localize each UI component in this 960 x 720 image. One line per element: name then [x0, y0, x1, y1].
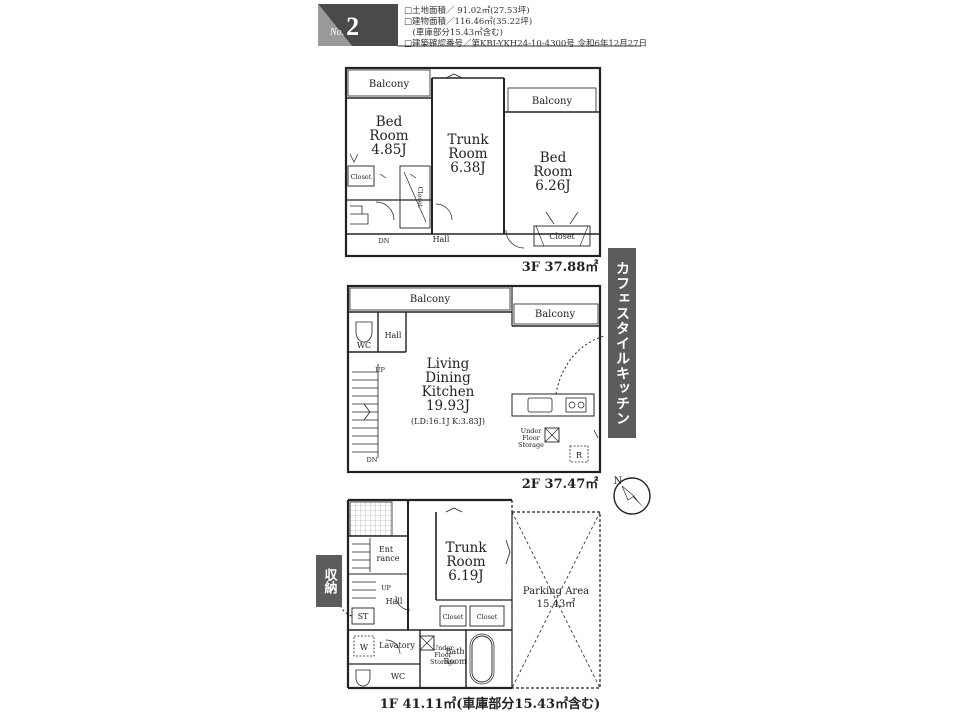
f1-closet1-label: Closet [443, 613, 464, 621]
f2-storage-line1: Under [521, 427, 543, 435]
floor-1-plan [337, 498, 601, 690]
floor-3-plan [344, 66, 602, 258]
f1-storage-line3: Storage [430, 658, 456, 666]
f2-ldk-line2: Dining [425, 370, 471, 386]
f2-dn-label: DN [367, 456, 378, 464]
f3-closet-small-2: Closet [416, 187, 424, 208]
f1-trunk-size: 6.19J [448, 568, 483, 584]
f1-bath-line1: Bath [445, 647, 464, 656]
f3-bedroom1-label-line1: Bed [376, 114, 403, 130]
f1-trunk-line1: Trunk [445, 540, 487, 556]
f3-floor-area-label: 3F 37.88㎡ [522, 259, 599, 275]
f1-hall-label: Hall [386, 597, 403, 606]
f3-trunk-label-line2: Room [448, 146, 487, 162]
f3-trunk-label-line1: Trunk [447, 132, 489, 148]
f3-trunk-size: 6.38J [450, 160, 485, 176]
f1-floor-area-label: 1F 41.11㎡(車庫部分15.43㎡含む) [380, 696, 601, 712]
info-building-area: □建物面積／116.46㎡(35.22坪) [404, 17, 533, 27]
info-permit-number: □建築確認番号／第KBI-YKH24-10-4300号 令和6年12月27日 [404, 39, 648, 49]
f3-closet-bottom: Closet [549, 232, 575, 241]
info-garage-note: (車庫部分15.43㎡含む) [404, 28, 503, 38]
info-land-area: □土地面積／ 91.02㎡(27.53坪) [404, 6, 530, 16]
f3-bedroom2-label-line1: Bed [540, 150, 567, 166]
f2-balcony-top-label: Balcony [410, 294, 451, 305]
f2-wc-label: WC [357, 341, 371, 350]
f1-trunk-line2: Room [446, 554, 485, 570]
f1-washer-label: W [360, 643, 369, 652]
f2-storage-line2: Floor [522, 434, 540, 442]
compass-north-letter: N [614, 476, 623, 487]
f3-balcony-right-label: Balcony [532, 96, 573, 107]
f3-hall-label: Hall [433, 235, 450, 244]
f3-bedroom1-label-line2: Room [369, 128, 408, 144]
f1-st-label: ST [358, 612, 369, 621]
f1-storage-line1: Under [433, 644, 455, 652]
f1-parking-size: 15.43㎡ [537, 598, 576, 610]
property-info: □土地面積／ 91.02㎡(27.53坪) □建物面積／116.46㎡(35.2… [404, 6, 647, 50]
f1-wc-label: WC [391, 672, 405, 681]
f1-lavatory-label: Lavatory [379, 641, 415, 650]
f2-ldk-line1: Living [427, 356, 470, 372]
storage-callout: 収納 [316, 555, 342, 607]
f3-bedroom2-size: 6.26J [535, 178, 570, 194]
f3-closet-small-1: Closet [351, 173, 372, 181]
floor-2-plan [346, 284, 605, 474]
f3-bedroom1-size: 4.85J [371, 142, 406, 158]
f2-floor-area-label: 2F 37.47㎡ [522, 476, 599, 492]
f2-storage-line3: Storage [518, 441, 544, 449]
f3-bedroom2-label-line2: Room [533, 164, 572, 180]
f3-dn-label: DN [379, 237, 390, 245]
f2-hall-label: Hall [385, 331, 402, 340]
f2-up-label: UP [375, 366, 385, 374]
f1-up-label: UP [381, 584, 391, 592]
f2-ldk-line3: Kitchen [422, 384, 475, 400]
f2-fridge-label: R [576, 451, 583, 460]
f2-balcony-right-label: Balcony [535, 309, 576, 320]
f1-closet2-label: Closet [477, 613, 498, 621]
f1-bath-line2: Room [443, 657, 467, 666]
f3-balcony-left-label: Balcony [369, 79, 410, 90]
f1-entrance-line2: rance [377, 554, 400, 563]
f1-storage-line2: Floor [434, 651, 452, 659]
f2-ldk-breakdown: (LD:16.1J K:3.83J) [411, 417, 485, 426]
f2-ldk-size: 19.93J [426, 398, 470, 414]
cafe-kitchen-callout: カフェスタイルキッチン [608, 248, 636, 438]
plan-number-badge [318, 4, 398, 46]
f1-entrance-line1: Ent [379, 545, 394, 554]
compass-north-icon [613, 477, 651, 515]
plan-number: No.2 [330, 12, 360, 41]
f1-parking-label: Parking Area [523, 586, 589, 597]
